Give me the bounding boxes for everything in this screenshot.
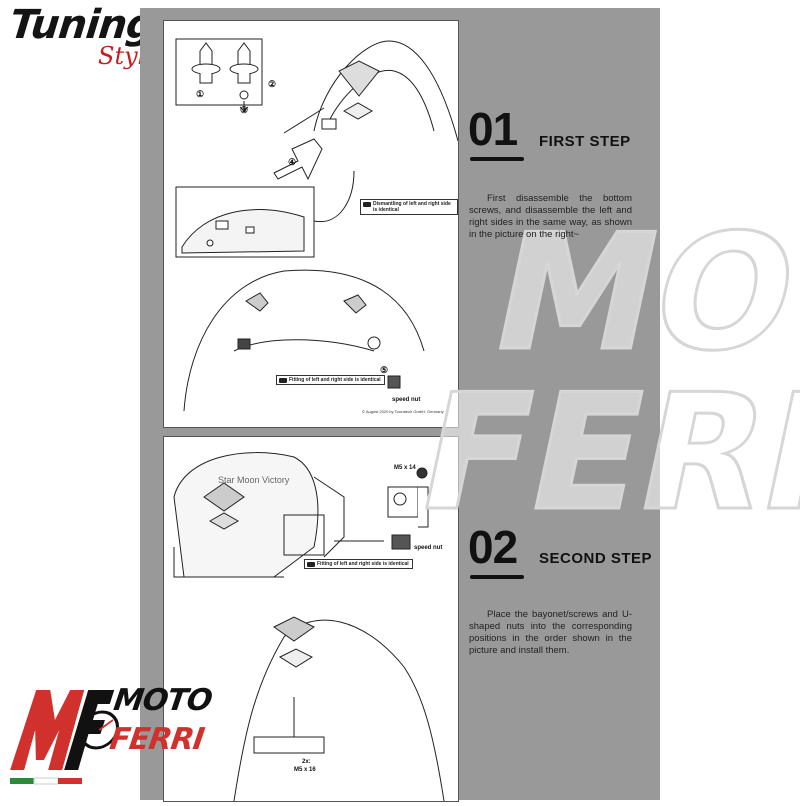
step1-illustration — [175, 38, 459, 412]
step2-diagram: M5 x 14 speed nut Fitting of left and ri… — [163, 436, 459, 802]
step1-underline — [470, 157, 524, 161]
diagram-watermark: Star Moon Victory — [218, 475, 290, 485]
callout-4: ④ — [288, 157, 297, 167]
moto-ferri-logo: MF — [10, 690, 119, 785]
note-fitting-2: Fitting of left and right side is identi… — [304, 559, 413, 569]
step2-underline — [470, 575, 524, 579]
gauge-icon — [79, 710, 119, 750]
speed-nut-label: speed nut — [392, 397, 421, 403]
pointing-hand-icon — [279, 378, 287, 383]
clip-detail-icon — [175, 38, 263, 112]
callout-1: ① — [196, 89, 205, 99]
speed-nut-label-2: speed nut — [414, 545, 443, 551]
note-dismantling: Dismantling of left and right side is id… — [360, 199, 458, 215]
step1-diagram: Dismantling of left and right side is id… — [163, 20, 459, 428]
underside-detail-box — [175, 170, 355, 258]
rear-fairing-lower — [233, 616, 445, 802]
bracket-detail — [334, 467, 429, 550]
bolt-label: M5 x 14 — [394, 465, 416, 471]
step2-illustration — [173, 452, 445, 802]
taillight-assembly — [173, 452, 345, 578]
rear-fairing-top — [283, 40, 459, 142]
step1-description: First disassemble the bottom screws, and… — [469, 193, 632, 240]
step1-number: 01 — [468, 103, 518, 155]
pointing-hand-icon — [363, 202, 371, 207]
rear-fairing-bottom — [183, 269, 425, 412]
pointing-hand-icon — [307, 562, 315, 567]
step2-description: Place the bayonet/screws and U-shaped nu… — [469, 609, 632, 656]
arrow-4-icon — [273, 138, 323, 181]
copyright-text: © August 2020 by Touratech GmbH, Germany — [362, 409, 444, 414]
note-fitting: Fitting of left and right side is identi… — [276, 375, 385, 385]
callout-3: ③ — [240, 105, 249, 115]
step2-title: SECOND STEP — [539, 550, 653, 567]
bottom-qty-label: 2x: — [302, 759, 311, 765]
logo-moto-text: MOTO — [111, 683, 214, 718]
step2-number: 02 — [468, 521, 518, 573]
bottom-bolt-label: M5 x 16 — [294, 767, 316, 773]
callout-2: ② — [268, 79, 277, 89]
callout-5: ⑤ — [380, 365, 389, 375]
step1-title: FIRST STEP — [539, 133, 631, 150]
logo-ferri-text: FERRI — [107, 722, 206, 757]
